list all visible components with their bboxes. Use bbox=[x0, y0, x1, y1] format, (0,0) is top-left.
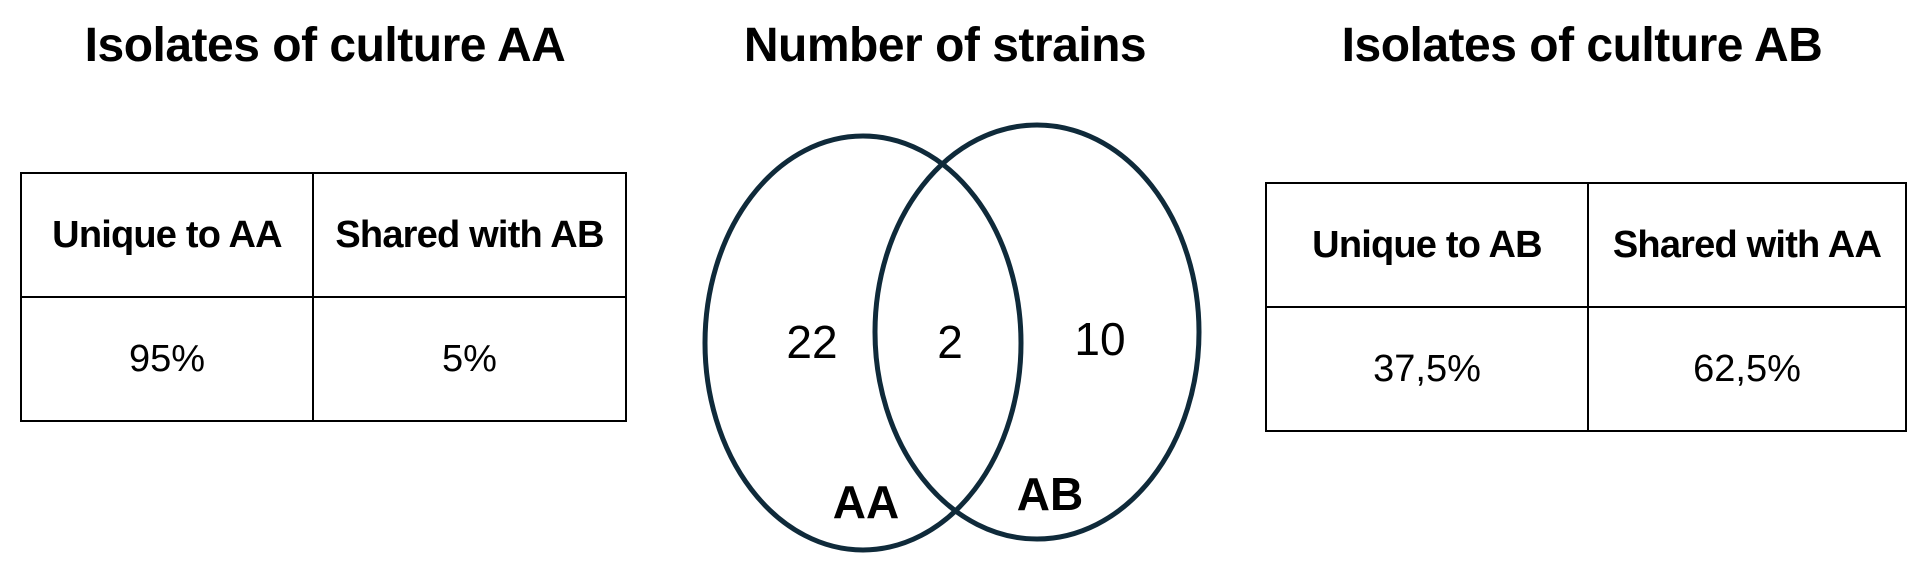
title-culture-aa: Isolates of culture AA bbox=[84, 19, 566, 72]
header-unique-to-ab: Unique to AB bbox=[1265, 182, 1589, 308]
header-shared-with-aa: Shared with AA bbox=[1587, 182, 1907, 308]
value-unique-to-ab: 37,5% bbox=[1265, 306, 1589, 432]
table-header-row: Unique to AB Shared with AA bbox=[1265, 182, 1907, 308]
title-number-of-strains: Number of strains bbox=[743, 19, 1147, 72]
venn-circle-aa bbox=[702, 133, 1024, 553]
table-culture-aa: Unique to AA Shared with AB 95% 5% bbox=[20, 172, 627, 422]
venn-count-intersection: 2 bbox=[937, 316, 963, 368]
table-value-row: 95% 5% bbox=[20, 296, 627, 422]
value-shared-with-aa: 62,5% bbox=[1587, 306, 1907, 432]
venn-label-ab: AB bbox=[1017, 468, 1083, 520]
value-shared-with-ab: 5% bbox=[312, 296, 627, 422]
venn-count-aa-only: 22 bbox=[786, 316, 837, 368]
value-unique-to-aa: 95% bbox=[20, 296, 314, 422]
title-culture-ab: Isolates of culture AB bbox=[1341, 19, 1823, 72]
venn-label-aa: AA bbox=[833, 476, 899, 528]
header-shared-with-ab: Shared with AB bbox=[312, 172, 627, 298]
header-unique-to-aa: Unique to AA bbox=[20, 172, 314, 298]
venn-count-ab-only: 10 bbox=[1074, 313, 1125, 365]
venn-circle-ab bbox=[872, 122, 1202, 542]
table-header-row: Unique to AA Shared with AB bbox=[20, 172, 627, 298]
table-value-row: 37,5% 62,5% bbox=[1265, 306, 1907, 432]
table-culture-ab: Unique to AB Shared with AA 37,5% 62,5% bbox=[1265, 182, 1907, 432]
